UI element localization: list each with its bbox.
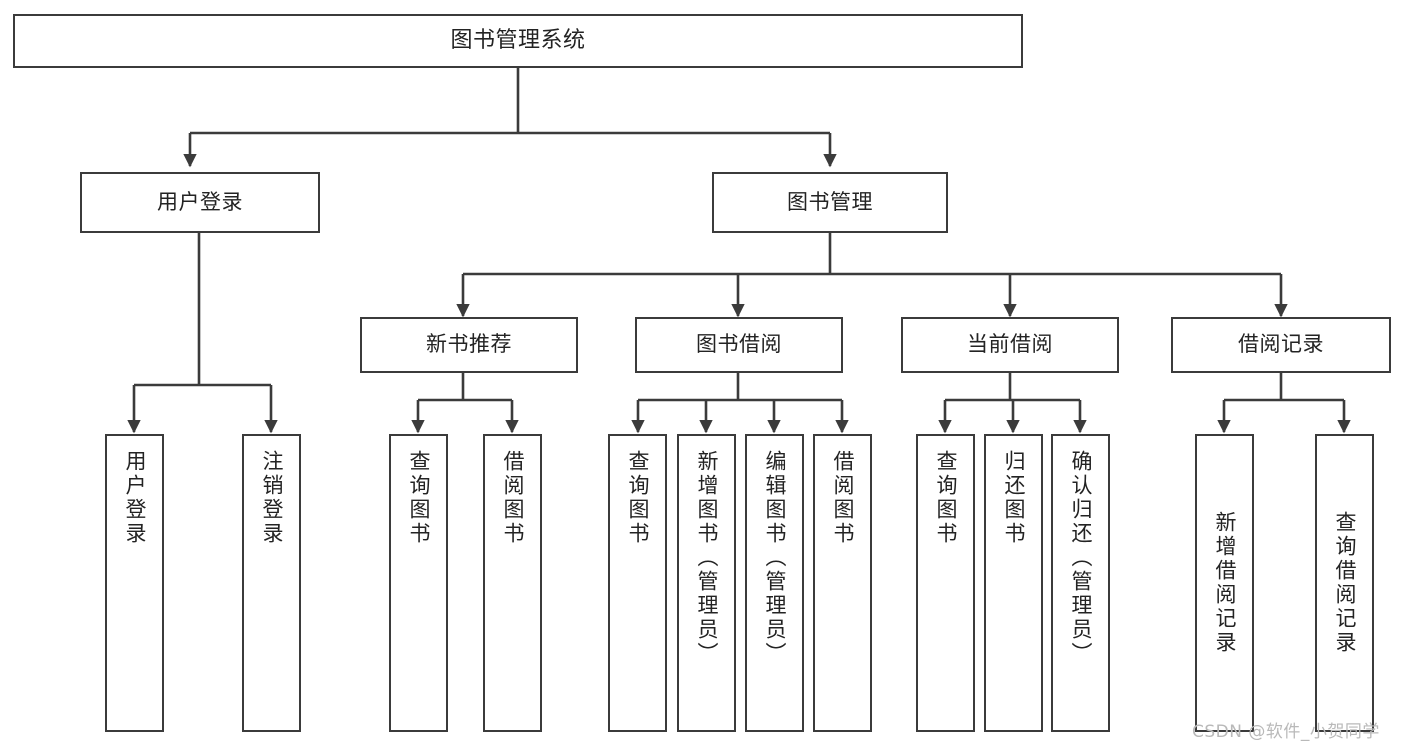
node-leaf-edit-book-label: 编辑图书（管理员） <box>763 450 787 666</box>
node-leaf-add-book-label: 新增图书（管理员） <box>695 450 719 666</box>
node-leaf-query-book-2[interactable]: 查询图书 <box>608 434 667 732</box>
node-root-label: 图书管理系统 <box>450 27 586 53</box>
node-borrow-record-label: 借阅记录 <box>1238 332 1324 357</box>
node-user-login-label: 用户登录 <box>157 189 243 214</box>
node-leaf-borrow-book-1-label: 借阅图书 <box>501 450 525 546</box>
node-leaf-logout[interactable]: 注销登录 <box>242 434 301 732</box>
node-leaf-user-login[interactable]: 用户登录 <box>105 434 164 732</box>
node-leaf-add-record-label: 新增借阅记录 <box>1213 511 1237 655</box>
node-new-book-rec-label: 新书推荐 <box>426 332 512 357</box>
node-leaf-add-book[interactable]: 新增图书（管理员） <box>677 434 736 732</box>
node-leaf-query-record-label: 查询借阅记录 <box>1333 511 1357 655</box>
node-current-borrow[interactable]: 当前借阅 <box>901 317 1119 373</box>
node-leaf-query-record[interactable]: 查询借阅记录 <box>1315 434 1374 732</box>
node-book-borrow[interactable]: 图书借阅 <box>635 317 843 373</box>
node-current-borrow-label: 当前借阅 <box>967 332 1053 357</box>
node-leaf-query-book-3-label: 查询图书 <box>934 450 958 546</box>
node-leaf-edit-book[interactable]: 编辑图书（管理员） <box>745 434 804 732</box>
node-leaf-query-book-3[interactable]: 查询图书 <box>916 434 975 732</box>
node-book-manage[interactable]: 图书管理 <box>712 172 948 233</box>
node-book-manage-label: 图书管理 <box>787 189 873 214</box>
node-leaf-query-book-2-label: 查询图书 <box>626 450 650 546</box>
node-leaf-confirm-return[interactable]: 确认归还（管理员） <box>1051 434 1110 732</box>
node-leaf-return-book[interactable]: 归还图书 <box>984 434 1043 732</box>
node-leaf-add-record[interactable]: 新增借阅记录 <box>1195 434 1254 732</box>
node-leaf-borrow-book-2[interactable]: 借阅图书 <box>813 434 872 732</box>
node-new-book-rec[interactable]: 新书推荐 <box>360 317 578 373</box>
node-leaf-logout-label: 注销登录 <box>260 450 284 546</box>
node-leaf-return-book-label: 归还图书 <box>1002 450 1026 546</box>
node-leaf-query-book-1[interactable]: 查询图书 <box>389 434 448 732</box>
node-user-login[interactable]: 用户登录 <box>80 172 320 233</box>
node-leaf-confirm-return-label: 确认归还（管理员） <box>1069 450 1093 666</box>
node-leaf-user-login-label: 用户登录 <box>123 450 147 546</box>
node-leaf-query-book-1-label: 查询图书 <box>407 450 431 546</box>
node-root[interactable]: 图书管理系统 <box>13 14 1023 68</box>
node-leaf-borrow-book-1[interactable]: 借阅图书 <box>483 434 542 732</box>
node-borrow-record[interactable]: 借阅记录 <box>1171 317 1391 373</box>
watermark-text: CSDN @软件_小贺同学 <box>1192 722 1380 742</box>
node-book-borrow-label: 图书借阅 <box>696 332 782 357</box>
node-leaf-borrow-book-2-label: 借阅图书 <box>831 450 855 546</box>
